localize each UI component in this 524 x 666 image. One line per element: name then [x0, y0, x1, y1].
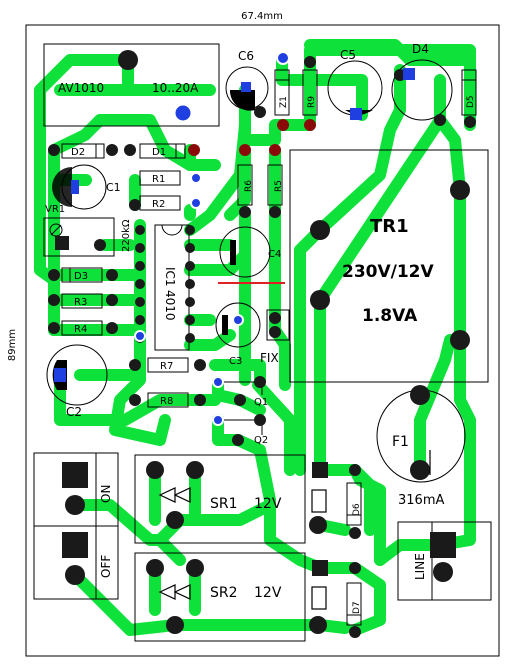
- transformer-rating: 230V/12V: [342, 262, 435, 282]
- relay2-voltage: 12V: [254, 585, 282, 601]
- pads: [48, 50, 476, 638]
- label-vr1-value: 220kΩ: [121, 219, 132, 252]
- transformer-outline: [289, 149, 489, 383]
- label-r6: R6: [244, 180, 254, 192]
- label-r8: R8: [160, 396, 173, 407]
- label-d3: D3: [74, 271, 88, 282]
- labels: AV1010 10..20A C6 C5 D4 D2 D1 R1 R2 C1 V…: [45, 42, 476, 614]
- label-r3: R3: [74, 297, 87, 308]
- transformer-name: TR1: [370, 216, 409, 237]
- label-ic-part: 4010: [163, 290, 177, 321]
- label-r1: R1: [152, 174, 165, 185]
- label-c2: C2: [66, 405, 82, 419]
- terminal-off-label: OFF: [99, 555, 113, 578]
- component-outlines: [33, 43, 492, 642]
- label-d6: D6: [352, 503, 362, 516]
- width-dimension: 67.4mm: [241, 11, 283, 22]
- label-d1: D1: [152, 147, 166, 158]
- relay1-outline: [134, 454, 306, 544]
- copper-tracks: [34, 39, 476, 636]
- label-q2: Q2: [254, 435, 268, 446]
- height-dimension: 89mm: [7, 329, 18, 361]
- transformer-power: 1.8VA: [362, 306, 418, 326]
- ammeter-range: 10..20A: [152, 81, 199, 95]
- label-d7: D7: [352, 601, 362, 614]
- label-ic-name: IC1: [163, 267, 177, 287]
- terminal-right-outline: [397, 521, 492, 601]
- label-c4: C4: [268, 249, 281, 260]
- vias: [54, 51, 415, 426]
- label-r9: R9: [307, 96, 317, 108]
- label-fix: FIX: [260, 351, 279, 365]
- relay-symbols: [158, 450, 431, 610]
- label-z1: Z1: [279, 96, 289, 108]
- label-vr1: VR1: [45, 204, 65, 215]
- label-r4: R4: [74, 324, 87, 335]
- ammeter-outline: [43, 43, 220, 127]
- board-outline: [25, 24, 500, 657]
- label-c3: C3: [229, 356, 242, 367]
- relay2-outline: [134, 552, 306, 642]
- label-d2: D2: [71, 147, 85, 158]
- label-r7: R7: [160, 361, 173, 372]
- label-q1: Q1: [254, 397, 268, 408]
- relay1-name: SR1: [210, 496, 238, 512]
- label-c5: C5: [340, 48, 356, 62]
- relay2-name: SR2: [210, 585, 238, 601]
- label-c6: C6: [238, 49, 254, 63]
- label-r5: R5: [274, 180, 284, 192]
- label-c1: C1: [106, 181, 121, 194]
- label-d4: D4: [412, 42, 429, 56]
- label-r2: R2: [152, 199, 165, 210]
- fuse-name: F1: [392, 434, 409, 450]
- fuse-value: 316mA: [398, 493, 444, 508]
- terminal-on-label: ON: [99, 485, 113, 503]
- ammeter-name: AV1010: [58, 81, 104, 95]
- relay1-voltage: 12V: [254, 496, 282, 512]
- label-d5: D5: [466, 95, 476, 108]
- terminal-line-label: LINE: [413, 553, 427, 580]
